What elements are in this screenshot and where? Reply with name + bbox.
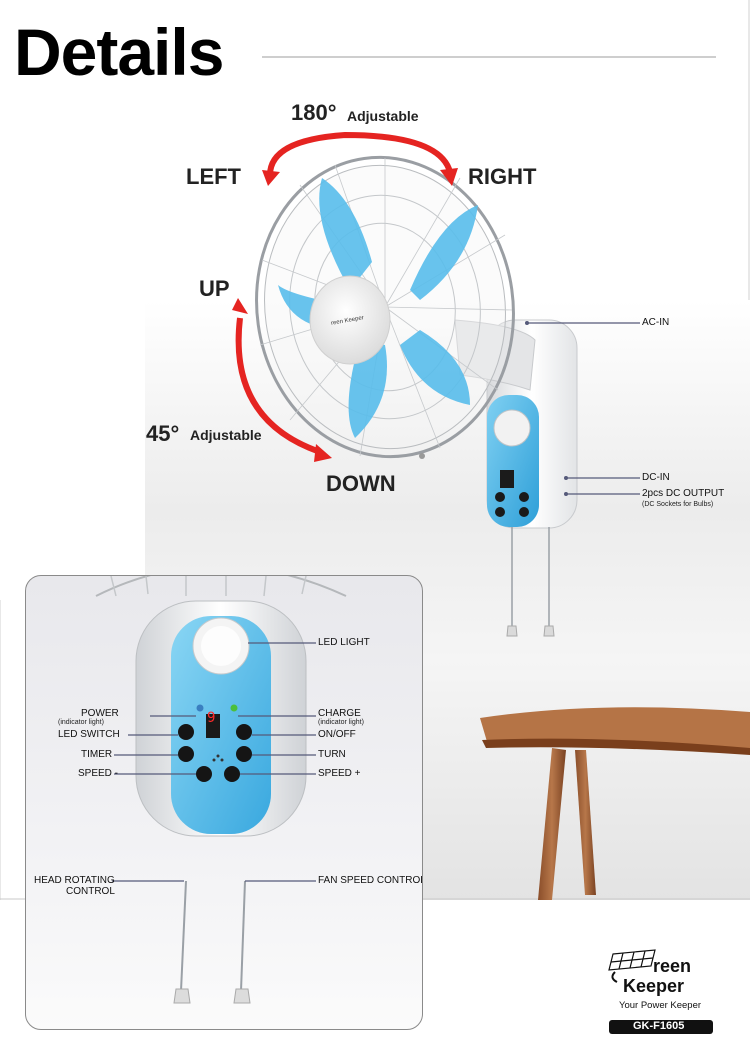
timer-label: TIMER [81,749,113,760]
rotation-arrows [232,131,458,462]
left-label: LEFT [186,164,241,189]
head-rotating-label: HEAD ROTATING [34,875,115,886]
digital-display: 9 [207,710,216,726]
dc-output-label: 2pcs DC OUTPUT [642,488,725,499]
vertical-degrees: 45° [146,421,180,446]
dc-in-label: DC-IN [642,472,670,483]
up-label: UP [199,276,230,301]
model-number: GK-F1605 [633,1020,685,1032]
down-label: DOWN [326,471,396,496]
fan-wall-unit [454,319,578,637]
port-leader-lines [527,322,640,495]
horizontal-adjustable-label: Adjustable [347,108,419,124]
right-label: RIGHT [468,164,537,189]
horizontal-degrees: 180° [291,100,337,125]
fan-speed-control-label: FAN SPEED CONTROL [318,875,423,886]
brand-tagline: Your Power Keeper [619,1000,702,1011]
on-off-label: ON/OFF [318,729,356,740]
control-panel-illustration [95,576,347,1004]
page-title: Details [14,15,224,89]
control-panel-inset: 9 LED LIGHT POWER (indicator light) CHAR… [25,575,423,1030]
table-illustration [480,707,750,900]
ac-in-label: AC-IN [642,317,670,328]
head-rotating-control-label: CONTROL [66,886,115,897]
solar-panel-icon [608,949,713,1034]
speed-minus-label: SPEED - [78,768,119,779]
led-light-label: LED LIGHT [318,637,370,648]
charge-note: (indicator light) [318,719,364,726]
power-note: (indicator light) [58,719,104,726]
vertical-adjustable-label: Adjustable [190,427,262,443]
fan-head [255,155,515,459]
turn-label: TURN [318,749,346,760]
dc-output-note: (DC Sockets for Bulbs) [642,501,714,508]
power-label: POWER [81,708,119,719]
led-switch-label: LED SWITCH [58,729,120,740]
brand-name-line2: Keeper [623,976,685,996]
charge-label: CHARGE [318,708,361,719]
brand-name-line1: reen [653,956,692,976]
brand-logo: reen Keeper Your Power Keeper GK-F1605 [607,948,727,1038]
speed-plus-label: SPEED + [318,768,361,779]
